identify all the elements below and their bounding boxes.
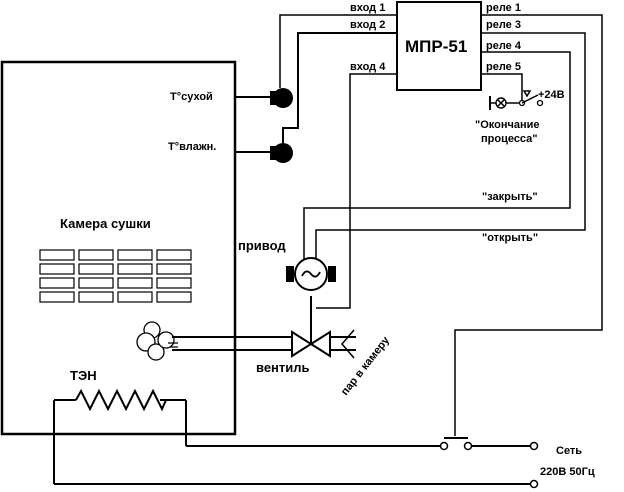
relay-3-label: реле 3: [486, 19, 521, 31]
open-signal-label: "открыть": [482, 232, 538, 244]
end-process-label-1: "Окончание: [475, 119, 540, 131]
controller-name: МПР-51: [405, 37, 467, 56]
wire-relay-4: [303, 51, 571, 260]
drive-label: привод: [238, 238, 286, 253]
heater: [53, 388, 187, 484]
lamp-icon: [489, 96, 507, 110]
input-4-label: вход 4: [350, 61, 386, 73]
dry-sensor-icon: [270, 88, 293, 108]
wire-relay-1: [454, 14, 603, 436]
input-2-label: вход 2: [350, 19, 385, 31]
drive-motor-icon: [286, 257, 336, 291]
mains-wiring: [54, 441, 539, 489]
voltage-label: +24В: [538, 89, 565, 101]
wet-sensor-label: Т°влажн.: [168, 141, 216, 153]
drying-chamber: [0, 60, 237, 436]
steam-label: пар в камеру: [339, 334, 393, 398]
air-grille: [39, 249, 192, 303]
input-1-label: вход 1: [350, 2, 385, 14]
wire-input-4: [316, 73, 397, 309]
heater-label: ТЭН: [70, 368, 97, 383]
mains-label-2: 220В 50Гц: [540, 466, 595, 478]
dry-sensor-label: Т°сухой: [170, 91, 213, 103]
relay-4-label: реле 4: [486, 40, 522, 52]
valve-icon: [291, 296, 331, 358]
end-process-label-2: процесса": [481, 133, 538, 145]
wire-relay-5: [481, 73, 523, 100]
wire-input-2: [282, 32, 397, 143]
chamber-label: Камера сушки: [60, 216, 151, 231]
wire-input-1: [279, 14, 397, 88]
valve-label: вентиль: [256, 360, 310, 375]
relay-5-label: реле 5: [486, 61, 521, 73]
close-signal-label: "закрыть": [482, 191, 538, 203]
wire-relay-3: [315, 32, 586, 258]
steam-cloud-icon: [136, 321, 178, 361]
relay-1-label: реле 1: [486, 2, 521, 14]
steam-pipe: [172, 329, 356, 359]
controller-box: [396, 1, 482, 91]
mains-label-1: Сеть: [556, 445, 582, 457]
wet-sensor-icon: [270, 143, 293, 163]
end-process-switch: [500, 90, 544, 107]
